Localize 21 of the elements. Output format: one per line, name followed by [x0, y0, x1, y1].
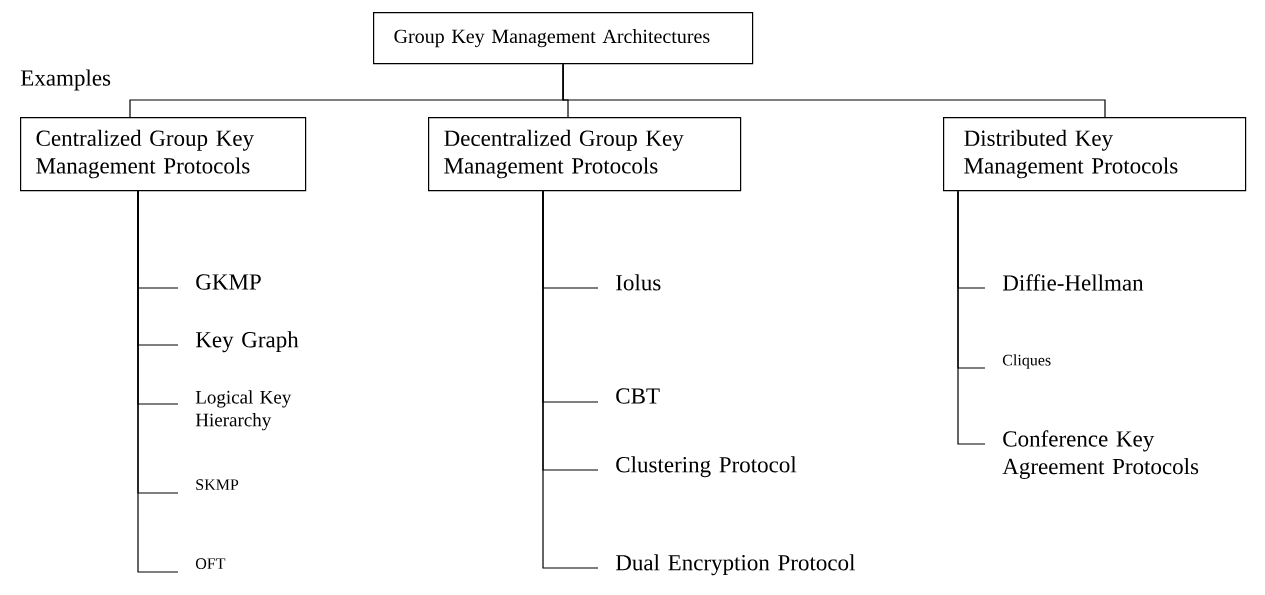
category-box: Decentralized Group Key Management Protocols: [428, 117, 742, 192]
item-label: CBT: [616, 388, 660, 404]
item-label: Clustering Protocol: [616, 456, 797, 478]
item-label: Dual Encryption Protocol: [615, 554, 855, 576]
section-label: Examples: [20, 69, 111, 91]
item-label: GKMP: [196, 274, 261, 290]
connector-line: [137, 190, 179, 573]
connector-line: [562, 63, 1106, 118]
title-box: Group Key Management Architectures: [373, 12, 754, 65]
item-label: Diffie-Hellman: [1002, 274, 1144, 291]
category-box: Centralized Group Key Management Protocols: [20, 117, 307, 192]
item-label: Logical Key Hierarchy: [195, 390, 292, 431]
connector-line: [542, 190, 599, 569]
item-label: Key Graph: [195, 331, 299, 353]
item-label: Conference Key Agreement Protocols: [1002, 430, 1199, 479]
item-label: SKMP: [196, 479, 239, 490]
category-box: Distributed Key Management Protocols: [943, 117, 1247, 192]
item-label: Cliques: [1002, 354, 1051, 369]
item-label: OFT: [195, 558, 226, 569]
connector-line: [957, 190, 986, 445]
item-label: Iolus: [616, 274, 661, 291]
